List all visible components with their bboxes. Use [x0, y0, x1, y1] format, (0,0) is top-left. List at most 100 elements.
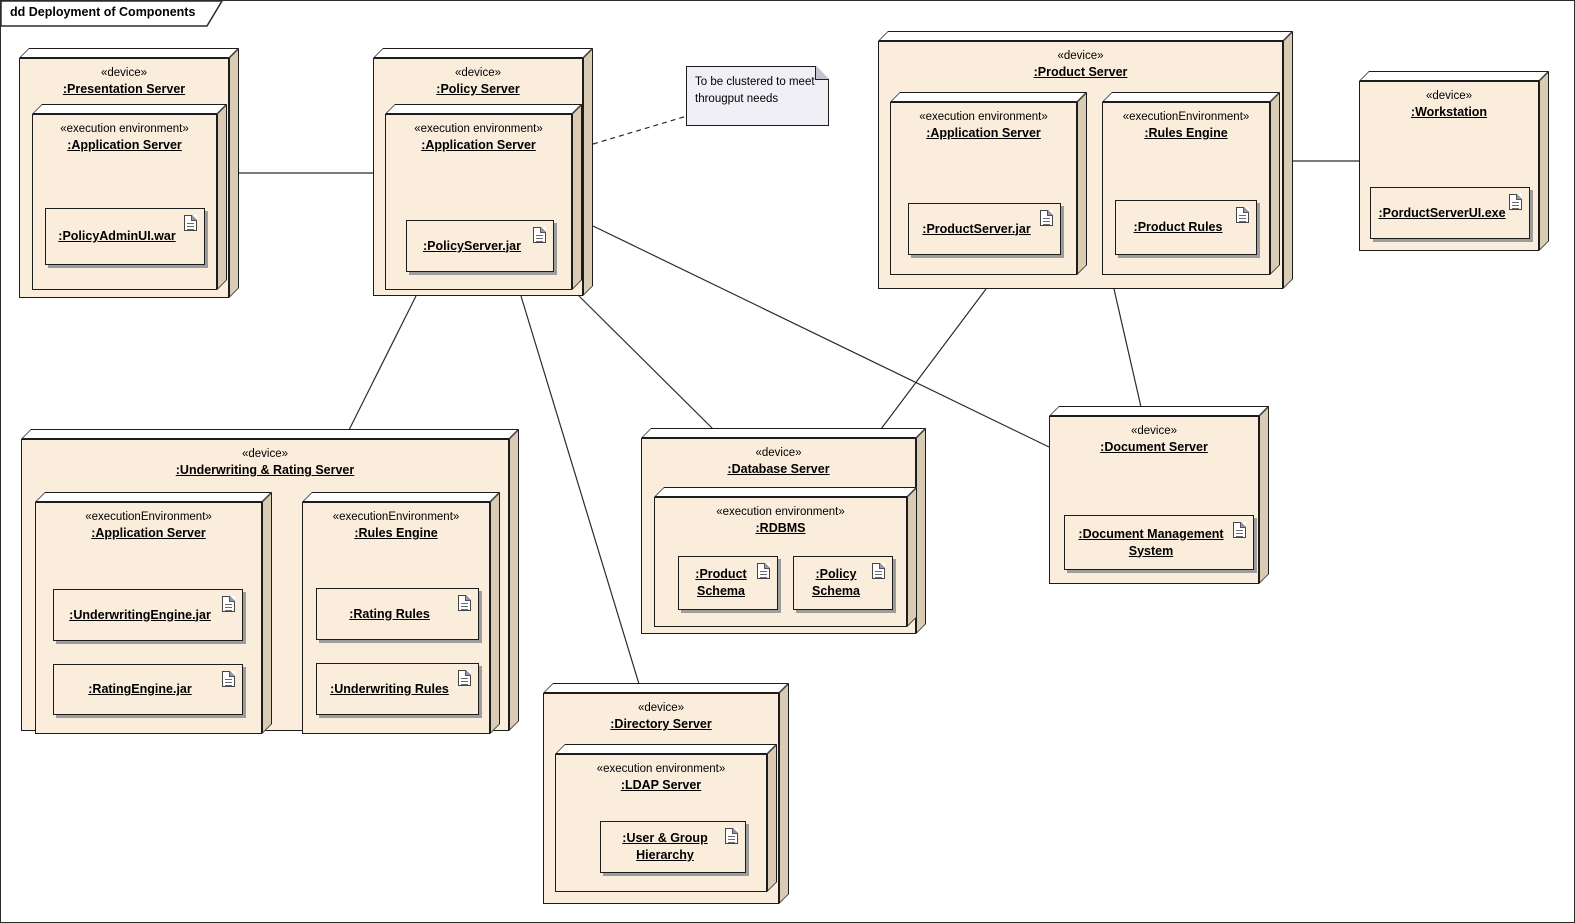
ee-name: :Application Server [67, 138, 182, 153]
document-icon [757, 563, 770, 579]
node-product-server[interactable]: «device» :Product Server «execution envi… [878, 31, 1293, 289]
ee-header: «execution environment» :Application Ser… [388, 121, 569, 155]
node-document-server[interactable]: «device» :Document Server :Document Mana… [1049, 406, 1269, 584]
node-header: «device» :Presentation Server [22, 65, 226, 99]
artifact-user-group-hierarchy[interactable]: :User & Group Hierarchy [600, 821, 746, 873]
node-database-server[interactable]: «device» :Database Server «execution env… [641, 428, 926, 634]
artifact-document-management-system[interactable]: :Document Management System [1064, 515, 1254, 570]
node-name: :Presentation Server [62, 82, 186, 97]
document-icon [1233, 522, 1246, 538]
node-workstation[interactable]: «device» :Workstation :PorductServerUI.e… [1359, 71, 1549, 251]
ee-product-rules-engine[interactable]: «executionEnvironment» :Rules Engine :Pr… [1102, 92, 1280, 275]
artifact-underwriting-rules[interactable]: :Underwriting Rules [316, 663, 479, 715]
connector-product-server-to-database-server[interactable] [880, 288, 987, 430]
artifact-label: :Rating Rules [349, 606, 430, 621]
artifact-policy-schema[interactable]: :Policy Schema [793, 556, 893, 610]
artifact-product-rules[interactable]: :Product Rules [1115, 200, 1257, 255]
node-stereotype: «device» [454, 67, 502, 79]
document-icon [222, 596, 235, 612]
node-side-face [1539, 71, 1549, 251]
ee-front-face: «execution environment» :RDBMS :Product … [654, 497, 907, 627]
node-stereotype: «device» [1057, 50, 1104, 62]
node-top-face [641, 428, 926, 438]
ee-header: «executionEnvironment» :Application Serv… [38, 509, 259, 543]
node-front-face: «device» :Workstation :PorductServerUI.e… [1359, 81, 1539, 251]
node-side-face [916, 428, 926, 634]
artifact-label: :PolicyServer.jar [423, 238, 521, 253]
node-header: «device» :Directory Server [546, 700, 776, 734]
note-clustering[interactable]: To be clustered to meet througput needs [686, 66, 829, 126]
node-front-face: «device» :Database Server «execution env… [641, 438, 917, 634]
artifact-ratingengine-jar[interactable]: :RatingEngine.jar [53, 664, 243, 715]
artifact-label: :Underwriting Rules [330, 681, 449, 696]
ee-rdbms[interactable]: «execution environment» :RDBMS :Product … [654, 487, 917, 627]
ee-policy-application-server[interactable]: «execution environment» :Application Ser… [385, 104, 582, 290]
document-icon [222, 671, 235, 687]
ee-front-face: «execution environment» :Application Ser… [32, 114, 217, 290]
node-name: :Product Server [1033, 65, 1128, 80]
connector-policy-server-to-document-server[interactable] [592, 225, 1050, 448]
artifact-porductserverui-exe[interactable]: :PorductServerUI.exe [1370, 187, 1530, 239]
artifact-product-schema[interactable]: :Product Schema [678, 556, 778, 610]
ee-top-face [1102, 92, 1280, 102]
connector-policy-server-to-underwriting-rating-server[interactable] [348, 295, 417, 431]
ee-header: «execution environment» :Application Ser… [893, 109, 1074, 143]
connector-policy-server-to-note[interactable] [592, 115, 688, 145]
ee-stereotype: «execution environment» [919, 111, 1048, 123]
node-name: :Policy Server [436, 82, 520, 97]
document-icon [184, 215, 197, 231]
artifact-policyserver-jar[interactable]: :PolicyServer.jar [406, 220, 554, 272]
frame-tab-shape [1, 1, 223, 27]
node-name: :Directory Server [610, 717, 712, 732]
connector-policy-server-to-directory-server[interactable] [520, 295, 640, 685]
node-directory-server[interactable]: «device» :Directory Server «execution en… [543, 683, 789, 904]
ee-name: :Application Server [421, 138, 536, 153]
node-policy-server[interactable]: «device» :Policy Server «execution envir… [373, 48, 593, 296]
ee-header: «execution environment» :Application Ser… [35, 121, 214, 155]
document-icon [872, 563, 885, 579]
ee-side-face [262, 492, 272, 734]
ee-front-face: «executionEnvironment» :Application Serv… [35, 502, 262, 734]
ee-header: «executionEnvironment» :Rules Engine [1105, 109, 1267, 143]
artifact-label: :PorductServerUI.exe [1378, 205, 1506, 220]
ee-stereotype: «execution environment» [60, 123, 189, 135]
ee-product-application-server[interactable]: «execution environment» :Application Ser… [890, 92, 1087, 275]
node-front-face: «device» :Product Server «execution envi… [878, 41, 1283, 289]
node-top-face [543, 683, 789, 693]
node-stereotype: «device» [100, 67, 148, 79]
artifact-label: :User & Group Hierarchy [622, 831, 708, 862]
ee-ldap-server[interactable]: «execution environment» :LDAP Server :Us… [555, 744, 777, 892]
node-side-face [509, 429, 519, 731]
artifact-rating-rules[interactable]: :Rating Rules [316, 588, 479, 640]
artifact-productserver-jar[interactable]: :ProductServer.jar [908, 203, 1061, 255]
document-icon [1509, 194, 1522, 210]
node-underwriting-rating-server[interactable]: «device» :Underwriting & Rating Server «… [21, 429, 519, 734]
ee-top-face [32, 104, 227, 114]
ee-front-face: «execution environment» :Application Ser… [890, 102, 1077, 275]
ee-uwr-application-server[interactable]: «executionEnvironment» :Application Serv… [35, 492, 272, 734]
document-icon [725, 828, 738, 844]
frame-title-tab: dd Deployment of Components [1, 1, 233, 31]
artifact-policyadminui-war[interactable]: :PolicyAdminUI.war [45, 208, 205, 265]
node-stereotype: «device» [1130, 425, 1178, 437]
ee-stereotype: «execution environment» [414, 123, 543, 135]
ee-name: :Rules Engine [354, 526, 438, 541]
ee-side-face [572, 104, 582, 290]
ee-uwr-rules-engine[interactable]: «executionEnvironment» :Rules Engine :Ra… [302, 492, 500, 734]
artifact-label: :UnderwritingEngine.jar [69, 607, 211, 622]
ee-name: :Rules Engine [1144, 126, 1228, 141]
ee-top-face [654, 487, 917, 497]
ee-presentation-application-server[interactable]: «execution environment» :Application Ser… [32, 104, 227, 290]
node-stereotype: «device» [1425, 90, 1473, 102]
node-header: «device» :Underwriting & Rating Server [24, 446, 506, 480]
connector-policy-server-to-database-server[interactable] [578, 295, 714, 430]
node-stereotype: «device» [241, 448, 289, 460]
node-front-face: «device» :Presentation Server «execution… [19, 58, 229, 298]
ee-top-face [555, 744, 777, 754]
artifact-underwritingengine-jar[interactable]: :UnderwritingEngine.jar [53, 589, 243, 641]
node-presentation-server[interactable]: «device» :Presentation Server «execution… [19, 48, 239, 298]
connector-product-server-to-document-server[interactable] [1113, 288, 1142, 408]
artifact-label: :PolicyAdminUI.war [58, 229, 176, 244]
ee-side-face [490, 492, 500, 734]
